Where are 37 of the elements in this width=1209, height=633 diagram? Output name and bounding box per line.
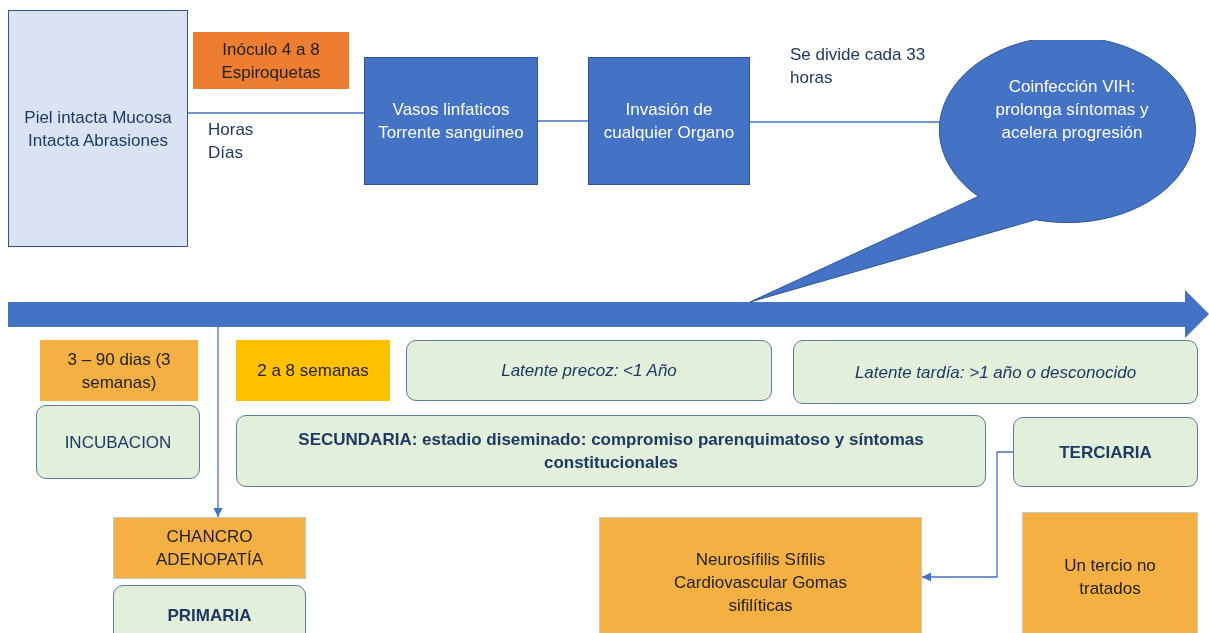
stage-box bbox=[113, 585, 306, 633]
process-box bbox=[588, 57, 750, 185]
edge-label: Horas Días bbox=[208, 119, 255, 164]
node-text: Inóculo 4 a 8 Espiroquetas bbox=[220, 38, 322, 84]
duration-box bbox=[236, 340, 390, 401]
finding-box bbox=[113, 517, 306, 579]
node-text: SECUNDARIA: estadio diseminado: compromiso parenquimatoso y síntomas constitucionales bbox=[297, 429, 925, 474]
node-text: Piel intacta Mucosa Intacta Abrasiones bbox=[23, 106, 173, 152]
arrow bbox=[213, 326, 223, 518]
node-text: 2 a 8 semanas bbox=[257, 360, 369, 382]
node-text: CHANCRO ADENOPATÍA bbox=[154, 526, 265, 571]
node-text: Latente tardía: >1 año o desconocido bbox=[854, 361, 1137, 384]
process-box bbox=[364, 57, 538, 185]
process-box bbox=[8, 10, 188, 247]
node-text: Neurosífilis Sífilis Cardiovascular Gomas sifilíticas bbox=[673, 548, 848, 617]
stage-box bbox=[793, 340, 1198, 404]
note-box bbox=[193, 32, 349, 89]
node-text: Latente precoz: <1 Año bbox=[501, 360, 677, 382]
arrow bbox=[921, 451, 1014, 582]
node-text: Invasión de cualquier Organo bbox=[602, 99, 736, 144]
node-text: PRIMARIA bbox=[167, 604, 252, 627]
connector-line bbox=[187, 112, 365, 114]
stage-box bbox=[406, 340, 772, 401]
node-text: Coinfección VIH: prolonga síntomas y acelera progresión bbox=[994, 76, 1150, 144]
connector-line bbox=[537, 120, 589, 122]
stage-box bbox=[36, 405, 200, 479]
duration-box bbox=[40, 340, 198, 401]
finding-box bbox=[599, 517, 922, 633]
stage-box bbox=[236, 415, 986, 487]
edge-label: Se divide cada 33 horas bbox=[790, 44, 927, 89]
node-text: TERCIARIA bbox=[1059, 441, 1152, 464]
node-text: INCUBACION bbox=[64, 431, 172, 454]
finding-box bbox=[1022, 512, 1198, 633]
node-text: Vasos linfaticos Torrente sanguineo bbox=[377, 99, 525, 144]
node-text: Un tercio no tratados bbox=[1063, 555, 1157, 600]
node-text: 3 – 90 dias (3 semanas) bbox=[66, 348, 172, 394]
stage-box bbox=[1013, 417, 1198, 487]
